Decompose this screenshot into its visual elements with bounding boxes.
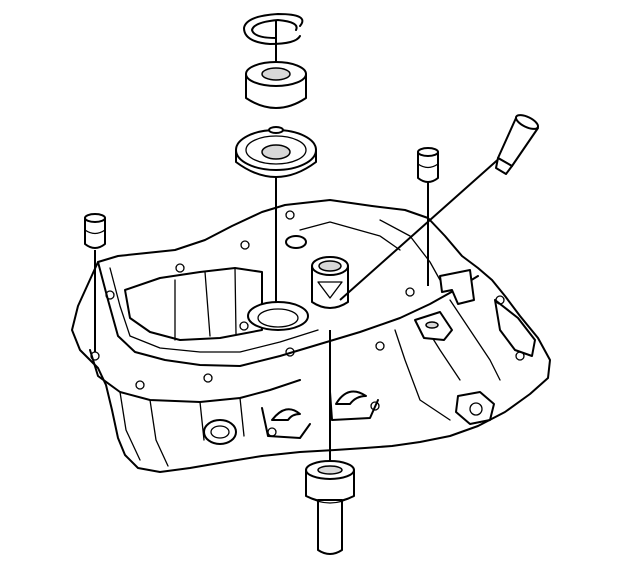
small-bore [285,235,307,249]
shift-bracket [414,269,475,341]
transaxle-case [71,199,551,473]
case-outline [71,199,551,473]
lower-housing-left [261,407,311,439]
dowel-pin-left [84,213,106,249]
bolt-icon [495,114,540,175]
right-web [299,219,441,281]
right-cutout [494,299,536,357]
flange-bolt-holes [90,210,525,390]
installer-tool-icon [305,460,355,555]
leader-bolt [339,155,503,301]
bearing-icon [245,61,307,109]
flange-inner [109,267,319,353]
shaft-bore [247,301,309,331]
lower-rib [119,391,245,467]
lower-lip [89,349,301,403]
right-boss-hole [469,402,483,416]
bell-rib [174,267,237,341]
flange-rim [97,261,479,367]
snap-ring-icon [243,13,304,45]
right-boss [455,391,495,425]
dowel-pin-right [417,147,439,183]
bell-recess [124,267,263,341]
drain-port [203,419,237,445]
sleeve-bore [311,256,349,309]
seal-icon [235,126,317,178]
